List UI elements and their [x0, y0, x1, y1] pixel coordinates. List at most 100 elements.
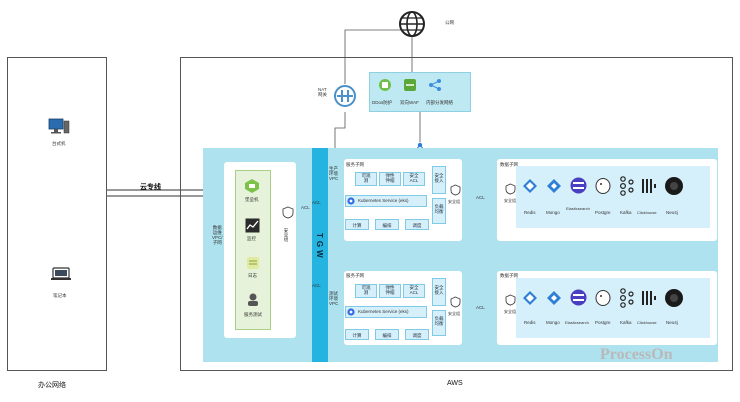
aws-region	[180, 57, 733, 371]
ops-tool-label: 堡垒机	[245, 197, 259, 202]
mongo-icon	[546, 290, 562, 306]
elasticsearch-icon	[570, 177, 587, 194]
neo4j-icon	[664, 176, 684, 196]
office-network-region	[7, 57, 107, 371]
db-label: Mongo	[546, 210, 560, 215]
tgw-bar	[312, 148, 328, 362]
edge-service-label: 双向WAF	[400, 100, 419, 105]
tag-observability: 可观 测	[355, 284, 377, 298]
ops-tool-label: 监控	[247, 236, 256, 241]
acl-label: ACL	[476, 305, 485, 310]
edge-service-label: 内部分发网络	[426, 100, 453, 105]
acl-label: ACL	[312, 200, 321, 205]
db-label: Clickhouse	[637, 210, 657, 215]
service-orchestration: 编排	[375, 329, 399, 340]
acl-label: ACL	[301, 205, 310, 210]
bastion-host-icon	[244, 178, 260, 194]
security-group-label: 安全组	[284, 228, 289, 242]
side-secure-access: 安全 接入	[432, 166, 446, 194]
clickhouse-icon	[641, 290, 657, 306]
tgw-label: TGW	[315, 233, 324, 261]
tag-security-acl: 安全 ACL	[403, 284, 425, 298]
k8s-label: Kubernetes Service (eks)	[358, 309, 409, 314]
tag-observability: 可观 测	[355, 172, 377, 186]
security-group-icon	[505, 183, 516, 195]
security-group-label: 安全组	[504, 309, 516, 314]
db-label: Elasticsearch	[566, 206, 590, 211]
log-icon	[246, 256, 260, 270]
db-label: Postgre	[595, 320, 611, 325]
waf-icon	[403, 78, 417, 92]
ops-vpc-label: 数据 运维 VPC/ 子网	[212, 225, 223, 245]
service-scheduling: 调度	[405, 219, 429, 230]
app-subnet-label: 服务子网	[346, 273, 364, 278]
laptop-icon	[50, 266, 72, 284]
db-label: Mongo	[546, 320, 560, 325]
data-subnet-label: 数据子网	[500, 162, 518, 167]
elasticsearch-icon	[570, 289, 587, 306]
edge-services-panel	[369, 72, 471, 112]
side-load-balancer: 负载 均衡	[432, 310, 446, 336]
kubernetes-icon	[347, 197, 355, 205]
db-label: Kafka	[620, 210, 632, 215]
redis-icon	[522, 178, 538, 194]
service-compute: 计算	[345, 329, 369, 340]
ops-tool-label: 服务测试	[244, 312, 262, 317]
kafka-icon	[618, 288, 634, 308]
neo4j-icon	[664, 288, 684, 308]
tag-autoscaling: 弹性 伸缩	[379, 284, 401, 298]
db-label: Kafka	[620, 320, 632, 325]
vpc-label: 测试 环境 VPC	[329, 291, 339, 306]
security-group-label: 安全组	[448, 199, 460, 204]
security-group-label: 安全组	[448, 311, 460, 316]
k8s-panel	[345, 195, 427, 207]
db-label: Clickhouse	[637, 320, 657, 325]
tag-security-acl: 安全 ACL	[403, 172, 425, 186]
desktop-icon	[48, 118, 70, 136]
security-group-label: 安全组	[504, 198, 516, 203]
side-load-balancer: 负载 均衡	[432, 198, 446, 224]
globe-icon	[398, 10, 426, 38]
distribution-network-icon	[428, 78, 442, 92]
ops-tools-panel	[235, 170, 271, 330]
db-label: Elasticsearch	[565, 320, 589, 325]
k8s-panel	[345, 306, 427, 318]
service-test-icon	[246, 292, 260, 306]
db-label: Redis	[524, 320, 536, 325]
db-label: Postgre	[595, 210, 611, 215]
vpc-label: 生产 环境 VPC	[329, 166, 339, 181]
ddos-protection-icon	[378, 78, 392, 92]
kubernetes-icon	[347, 308, 355, 316]
edge-service-label: DDos防护	[372, 100, 393, 105]
laptop-label: 笔记本	[53, 293, 67, 298]
security-group-icon	[282, 206, 294, 219]
databases-panel	[516, 278, 710, 338]
app-subnet-label: 服务子网	[346, 162, 364, 167]
desktop-label: 台式机	[52, 141, 66, 146]
postgre-icon	[595, 290, 611, 306]
dedicated-line-label: 云专线	[140, 184, 161, 191]
security-group-icon	[450, 184, 461, 196]
security-group-icon	[505, 294, 516, 306]
watermark: ProcessOn	[600, 346, 673, 363]
k8s-label: Kubernetes Service (eks)	[358, 198, 409, 203]
nat-label: NAT 网关	[318, 87, 327, 97]
service-scheduling: 调度	[405, 329, 429, 340]
clickhouse-icon	[641, 178, 657, 194]
mongo-icon	[546, 178, 562, 194]
ops-tool-label: 日志	[248, 273, 257, 278]
service-compute: 计算	[345, 219, 369, 230]
office-network-label: 办公网络	[38, 382, 66, 389]
aws-label: AWS	[447, 380, 463, 387]
side-secure-access: 安全 接入	[432, 278, 446, 306]
db-label: Neo4j	[666, 210, 678, 215]
monitoring-icon	[245, 218, 260, 233]
postgre-icon	[595, 178, 611, 194]
acl-label: ACL	[312, 283, 321, 288]
data-subnet-label: 数据子网	[500, 273, 518, 278]
db-label: Neo4j	[666, 320, 678, 325]
nat-gateway-icon	[333, 84, 357, 108]
db-label: Redis	[524, 210, 536, 215]
internet-label: 公网	[445, 20, 454, 25]
security-group-icon	[450, 296, 461, 308]
